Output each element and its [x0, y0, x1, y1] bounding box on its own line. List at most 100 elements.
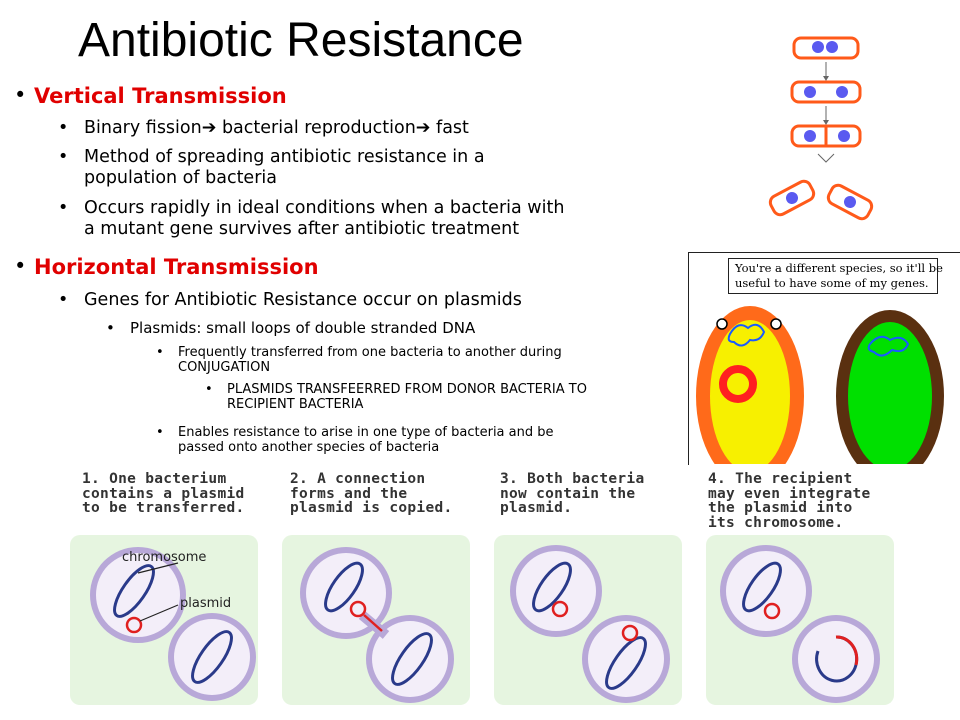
step-3-caption: 3. Both bacteria now contain the plasmid… [500, 472, 644, 516]
caption-line: contains a plasmid [82, 485, 245, 502]
text-line: population of bacteria [84, 168, 277, 188]
daughter-cell-right [826, 183, 874, 221]
bullet-glyph: • [58, 147, 69, 167]
step-4-diagram [720, 545, 880, 703]
caption-line: 2. A connection [290, 471, 426, 487]
bullet-glyph: • [58, 290, 69, 310]
recipient-cytoplasm [372, 621, 448, 697]
text-line: Genes for Antibiotic Resistance occur on… [84, 290, 522, 310]
pilus-eye [716, 318, 728, 330]
arrow-head [823, 76, 829, 81]
donor-plasmid [763, 602, 781, 620]
chromosome-blob [836, 86, 848, 98]
bullet-glyph: • [58, 118, 69, 138]
donor-chromosome [113, 564, 155, 618]
recipient-plasmid [621, 624, 639, 642]
text-line: PLASMIDS TRANSFEERRED FROM DONOR BACTERI… [227, 382, 587, 397]
chromosome-blob [838, 130, 850, 142]
plasmid-label: plasmid [180, 596, 231, 611]
text-line: Occurs rapidly in ideal conditions when … [84, 198, 565, 218]
caption-line: may even integrate [708, 485, 871, 502]
donor-cytoplasm [726, 551, 806, 631]
recipient-chromosome [867, 335, 910, 357]
recipient-chromosome [391, 632, 433, 686]
plasmid-pointer [139, 604, 179, 622]
donor-plasmid [551, 600, 569, 618]
bullet-glyph: • [205, 382, 213, 397]
step-4-caption: 4. The recipient may even integrate the … [708, 472, 871, 530]
slide-title: Antibiotic Resistance [78, 14, 524, 67]
integrated-plasmid [835, 635, 859, 666]
text-part: Binary fission [84, 118, 202, 138]
step-2-diagram [300, 547, 454, 703]
donor-chromosome [742, 561, 782, 613]
arrow-icon: ➔ [415, 118, 431, 138]
step-1-diagram: chromosome plasmid [90, 547, 256, 701]
step-1-caption: 1. One bacterium contains a plasmid to b… [82, 472, 245, 516]
donor-plasmid [125, 616, 143, 634]
bullet-glyph: • [58, 198, 69, 218]
chromosome-blob [826, 41, 838, 53]
binary-fission-text: Binary fission➔ bacterial reproduction➔ … [84, 118, 469, 139]
chromosome-blob [804, 130, 816, 142]
caption-line: forms and the [290, 485, 408, 502]
text-line: Plasmids: small loops of double stranded… [130, 319, 476, 337]
daughter-cell-left [768, 179, 816, 217]
pilus-eye [770, 318, 782, 330]
text-line: Method of spreading antibiotic resistanc… [84, 147, 485, 167]
caption-line: to be transferred. [82, 500, 245, 516]
chromosome-blob [804, 86, 816, 98]
recipient-cytoplasm [174, 619, 250, 695]
text-part: bacterial reproduction [216, 118, 416, 138]
donor-chromosome [324, 561, 364, 613]
caption-line: plasmid is copied. [290, 500, 453, 516]
bullet-glyph: • [156, 425, 164, 440]
donor-chromosome [532, 561, 572, 613]
speech-bubble: You're a different species, so it'll be … [728, 258, 943, 294]
bullet-glyph: • [156, 345, 164, 360]
chromosome-pointer [137, 562, 179, 574]
chromosome-label: chromosome [122, 550, 206, 565]
recipient-cell-body [848, 322, 932, 464]
caption-line: plasmid. [500, 500, 573, 516]
text-line: a mutant gene survives after antibiotic … [84, 219, 520, 239]
split-arrow [817, 153, 835, 163]
step-1-panel: chromosome plasmid [70, 535, 258, 705]
conjugation-cartoon [696, 306, 944, 464]
step-4-panel [706, 535, 894, 705]
text-line: Frequently transferred from one bacteria… [178, 345, 562, 360]
speech-line: You're a different species, so it'll be [735, 261, 943, 275]
chromosome-blob [812, 41, 824, 53]
donor-chromosome [727, 323, 766, 347]
bullet-glyph: • [106, 319, 115, 337]
caption-line: 1. One bacterium [82, 471, 227, 487]
recipient-cytoplasm [588, 621, 664, 697]
binary-fission-illustration [768, 36, 874, 221]
step-2-caption: 2. A connection forms and the plasmid is… [290, 472, 453, 516]
caption-line: 3. Both bacteria [500, 471, 645, 487]
text-line: CONJUGATION [178, 359, 271, 375]
plasmid-copy [363, 614, 383, 632]
text-part: fast [430, 118, 469, 138]
recipient-chromosome [605, 636, 647, 690]
caption-line: the plasmid into [708, 500, 853, 516]
text-line: RECIPIENT BACTERIA [227, 396, 364, 412]
speech-line: useful to have some of my genes. [735, 276, 929, 290]
bacterium-cell [792, 36, 860, 60]
bullet-glyph: • [14, 83, 27, 107]
caption-line: now contain the [500, 485, 636, 502]
conjugation-cartoon-frame [688, 252, 960, 465]
donor-plasmid [719, 365, 757, 403]
bullet-glyph: • [14, 254, 27, 278]
plasmid [349, 600, 367, 618]
text-line: Enables resistance to arise in one type … [178, 425, 554, 440]
step-2-panel [282, 535, 470, 705]
heading-horizontal-transmission: Horizontal Transmission [34, 255, 319, 279]
step-3-diagram [510, 545, 670, 703]
text-line: passed onto another species of bacteria [178, 439, 440, 455]
caption-line: 4. The recipient [708, 471, 853, 487]
arrow-icon: ➔ [201, 118, 217, 138]
heading-vertical-transmission: Vertical Transmission [34, 84, 287, 108]
recipient-chromosome [191, 630, 233, 684]
recipient-cytoplasm [798, 621, 874, 697]
